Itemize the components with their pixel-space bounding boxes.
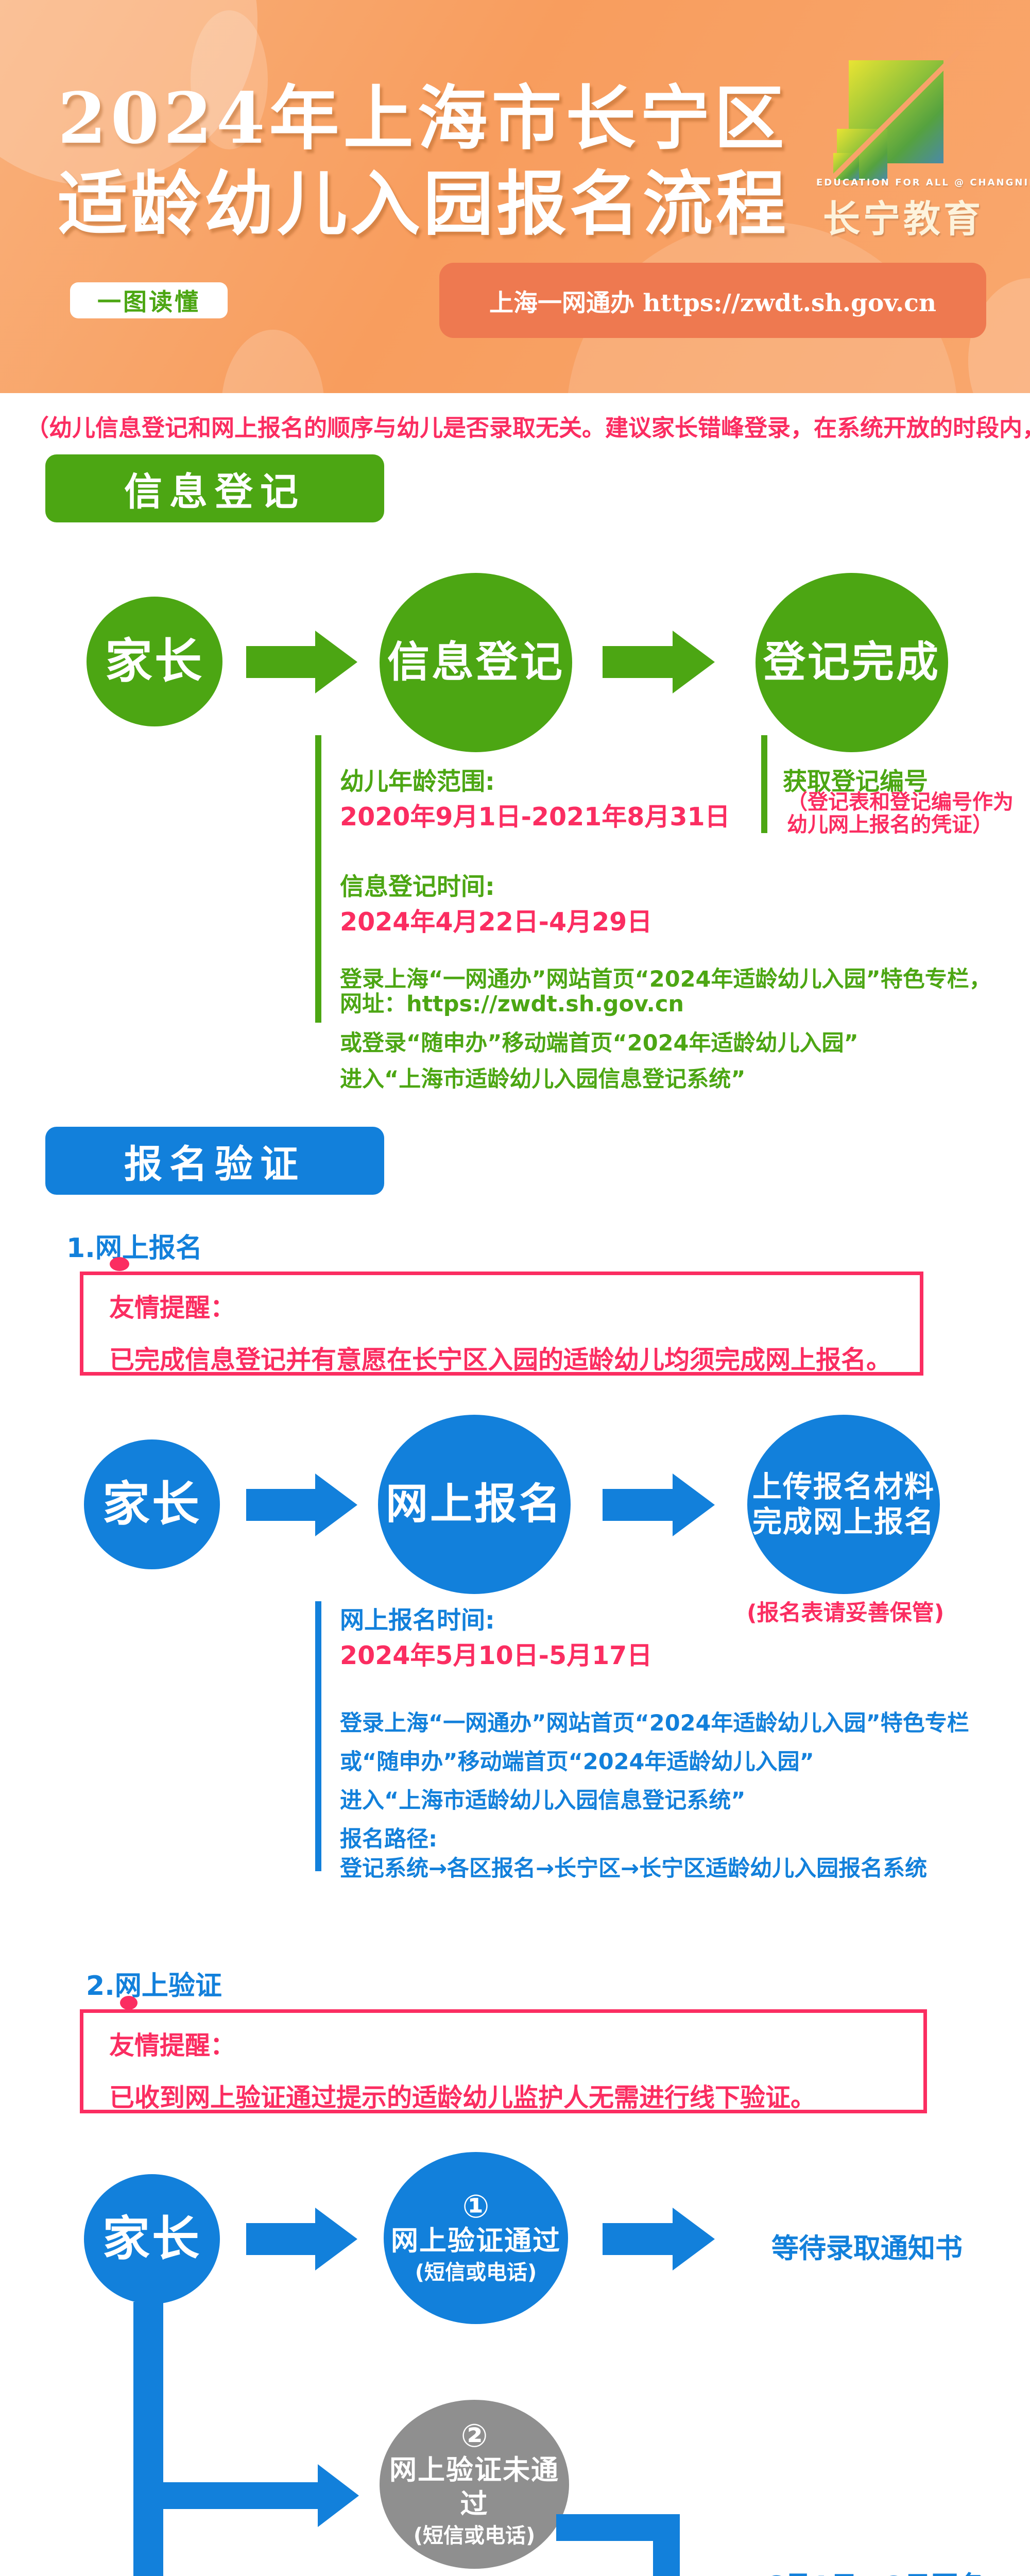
branch23-result-line1: 6月1日、2日至各	[726, 2565, 1025, 2576]
branch1-number: ①	[462, 2187, 490, 2225]
registration-url: 网址：https://zwdt.sh.gov.cn	[340, 991, 684, 1017]
flow2-step-parent: 家长	[84, 1439, 220, 1569]
reminder-box-1: 友情提醒： 已完成信息登记并有意愿在长宁区入园的适龄幼儿均须完成网上报名。	[80, 1272, 923, 1376]
registration-path-label: 报名路径:	[340, 1826, 438, 1852]
top-note: （幼儿信息登记和网上报名的顺序与幼儿是否录取无关。建议家长错峰登录，在系统开放的…	[26, 414, 1030, 442]
one-image-read-badge: 一图读懂	[70, 282, 228, 318]
branch2-subtitle: (短信或电话)	[413, 2524, 536, 2548]
flow3-step-parent-label: 家长	[102, 2211, 201, 2266]
branch1-title: 网上验证通过	[391, 2225, 561, 2257]
header-blob-decoration	[191, 10, 268, 149]
flow2-step-upload: 上传报名材料 完成网上报名	[747, 1415, 940, 1594]
flow1-step-parent-label: 家长	[105, 633, 204, 689]
registration-instruction: 进入“上海市适龄幼儿入园信息登记系统”	[340, 1066, 746, 1092]
flow1-step-complete: 登记完成	[756, 573, 948, 752]
online-registration-time-value: 2024年5月10日-5月17日	[340, 1641, 653, 1670]
reminder-title: 友情提醒：	[109, 2031, 236, 2060]
connector-line	[163, 2482, 318, 2509]
flow2-arrow-icon	[246, 1489, 315, 1521]
logo-tagline: EDUCATION FOR ALL @ CHANGNING	[816, 177, 1030, 188]
detail-divider-line	[315, 1601, 321, 1871]
flow3-branch2-not-verified: ② 网上验证未通过 (短信或电话)	[380, 2400, 569, 2569]
header-blob-decoration	[221, 330, 324, 393]
branch1-subtitle: (短信或电话)	[415, 2261, 537, 2285]
flow2-step-online-registration: 网上报名	[378, 1415, 571, 1594]
get-number-note-line1: （登记表和登记编号作为	[787, 790, 1014, 814]
branch23-result: 6月1日、2日至各 幼儿园或区指定服务点 进行补报名验证	[726, 2565, 1025, 2576]
flow2-step-parent-label: 家长	[102, 1476, 201, 1532]
flow2-step-online-registration-label: 网上报名	[385, 1479, 563, 1529]
section-badge-info-registration: 信息登记	[45, 454, 384, 522]
age-range-value: 2020年9月1日-2021年8月31日	[340, 802, 730, 832]
flow3-arrow-icon	[603, 2223, 673, 2255]
connector-line	[653, 2514, 680, 2576]
flow2-step-upload-line2: 完成网上报名	[752, 1505, 935, 1539]
branch2-title: 网上验证未通过	[389, 2454, 559, 2520]
flow2-step-upload-line1: 上传报名材料	[752, 1469, 935, 1504]
flow1-step-complete-label: 登记完成	[763, 637, 940, 687]
connector-line	[133, 2302, 163, 2576]
portal-url-box: 上海一网通办 https://zwdt.sh.gov.cn	[439, 263, 986, 338]
flow1-step-parent: 家长	[87, 597, 222, 726]
logo-name: 长宁教育	[823, 197, 984, 241]
branch1-result: 等待录取通知书	[771, 2233, 963, 2264]
detail-divider-line	[315, 735, 321, 1023]
registration-instruction: 或登录“随申办”移动端首页“2024年适龄幼儿入园”	[340, 1030, 859, 1056]
flow1-arrow-icon	[603, 646, 673, 678]
registration-time-value: 2024年4月22日-4月29日	[340, 907, 653, 937]
registration-instruction: 登录上海“一网通办”网站首页“2024年适龄幼儿入园”特色专栏，	[340, 967, 991, 992]
subsection-online-registration: 1.网上报名	[66, 1233, 202, 1264]
flow3-branch1-verified: ① 网上验证通过 (短信或电话)	[384, 2152, 568, 2324]
reminder-text: 已完成信息登记并有意愿在长宁区入园的适龄幼儿均须完成网上报名。	[109, 1345, 892, 1375]
registration-path-value: 登记系统→各区报名→长宁区→长宁区适龄幼儿入园报名系统	[340, 1856, 928, 1882]
subsection-online-verification: 2.网上验证	[86, 1971, 222, 2002]
connector-arrow-icon	[318, 2464, 359, 2527]
get-number-note-line2: 幼儿网上报名的凭证）	[787, 813, 993, 837]
reminder-pointer-dot	[120, 1996, 138, 2010]
flow2-arrow-icon	[603, 1489, 673, 1521]
header: 2024年上海市长宁区 适龄幼儿入园报名流程 EDUCATION FOR ALL…	[0, 0, 1030, 393]
online-registration-instruction: 进入“上海市适龄幼儿入园信息登记系统”	[340, 1788, 746, 1814]
reminder-pointer-dot	[110, 1257, 129, 1271]
flow1-arrow-icon	[246, 646, 315, 678]
keep-form-note: (报名表请妥善保管)	[747, 1600, 945, 1626]
flow3-arrow-icon	[246, 2223, 315, 2255]
poster-title-line1: 2024年上海市长宁区	[58, 77, 788, 160]
section-badge-verification: 报名验证	[45, 1127, 384, 1195]
get-number-label: 获取登记编号	[783, 768, 928, 796]
poster-title-line2: 适龄幼儿入园报名流程	[58, 163, 789, 245]
detail-divider-line	[761, 735, 767, 833]
reminder-title: 友情提醒：	[109, 1293, 236, 1323]
branch2-number: ②	[460, 2416, 488, 2454]
registration-time-label: 信息登记时间:	[340, 873, 495, 901]
online-registration-time-label: 网上报名时间:	[340, 1606, 495, 1635]
reminder-box-2: 友情提醒： 已收到网上验证通过提示的适龄幼儿监护人无需进行线下验证。	[80, 2009, 927, 2113]
flow3-step-parent: 家长	[84, 2174, 220, 2304]
reminder-text: 已收到网上验证通过提示的适龄幼儿监护人无需进行线下验证。	[109, 2083, 816, 2112]
flow1-step-registration-label: 信息登记	[387, 637, 564, 687]
flow1-step-registration: 信息登记	[380, 573, 572, 752]
online-registration-instruction: 登录上海“一网通办”网站首页“2024年适龄幼儿入园”特色专栏	[340, 1710, 969, 1736]
age-range-label: 幼儿年龄范围:	[340, 768, 495, 796]
online-registration-instruction: 或“随申办”移动端首页“2024年适龄幼儿入园”	[340, 1749, 814, 1775]
